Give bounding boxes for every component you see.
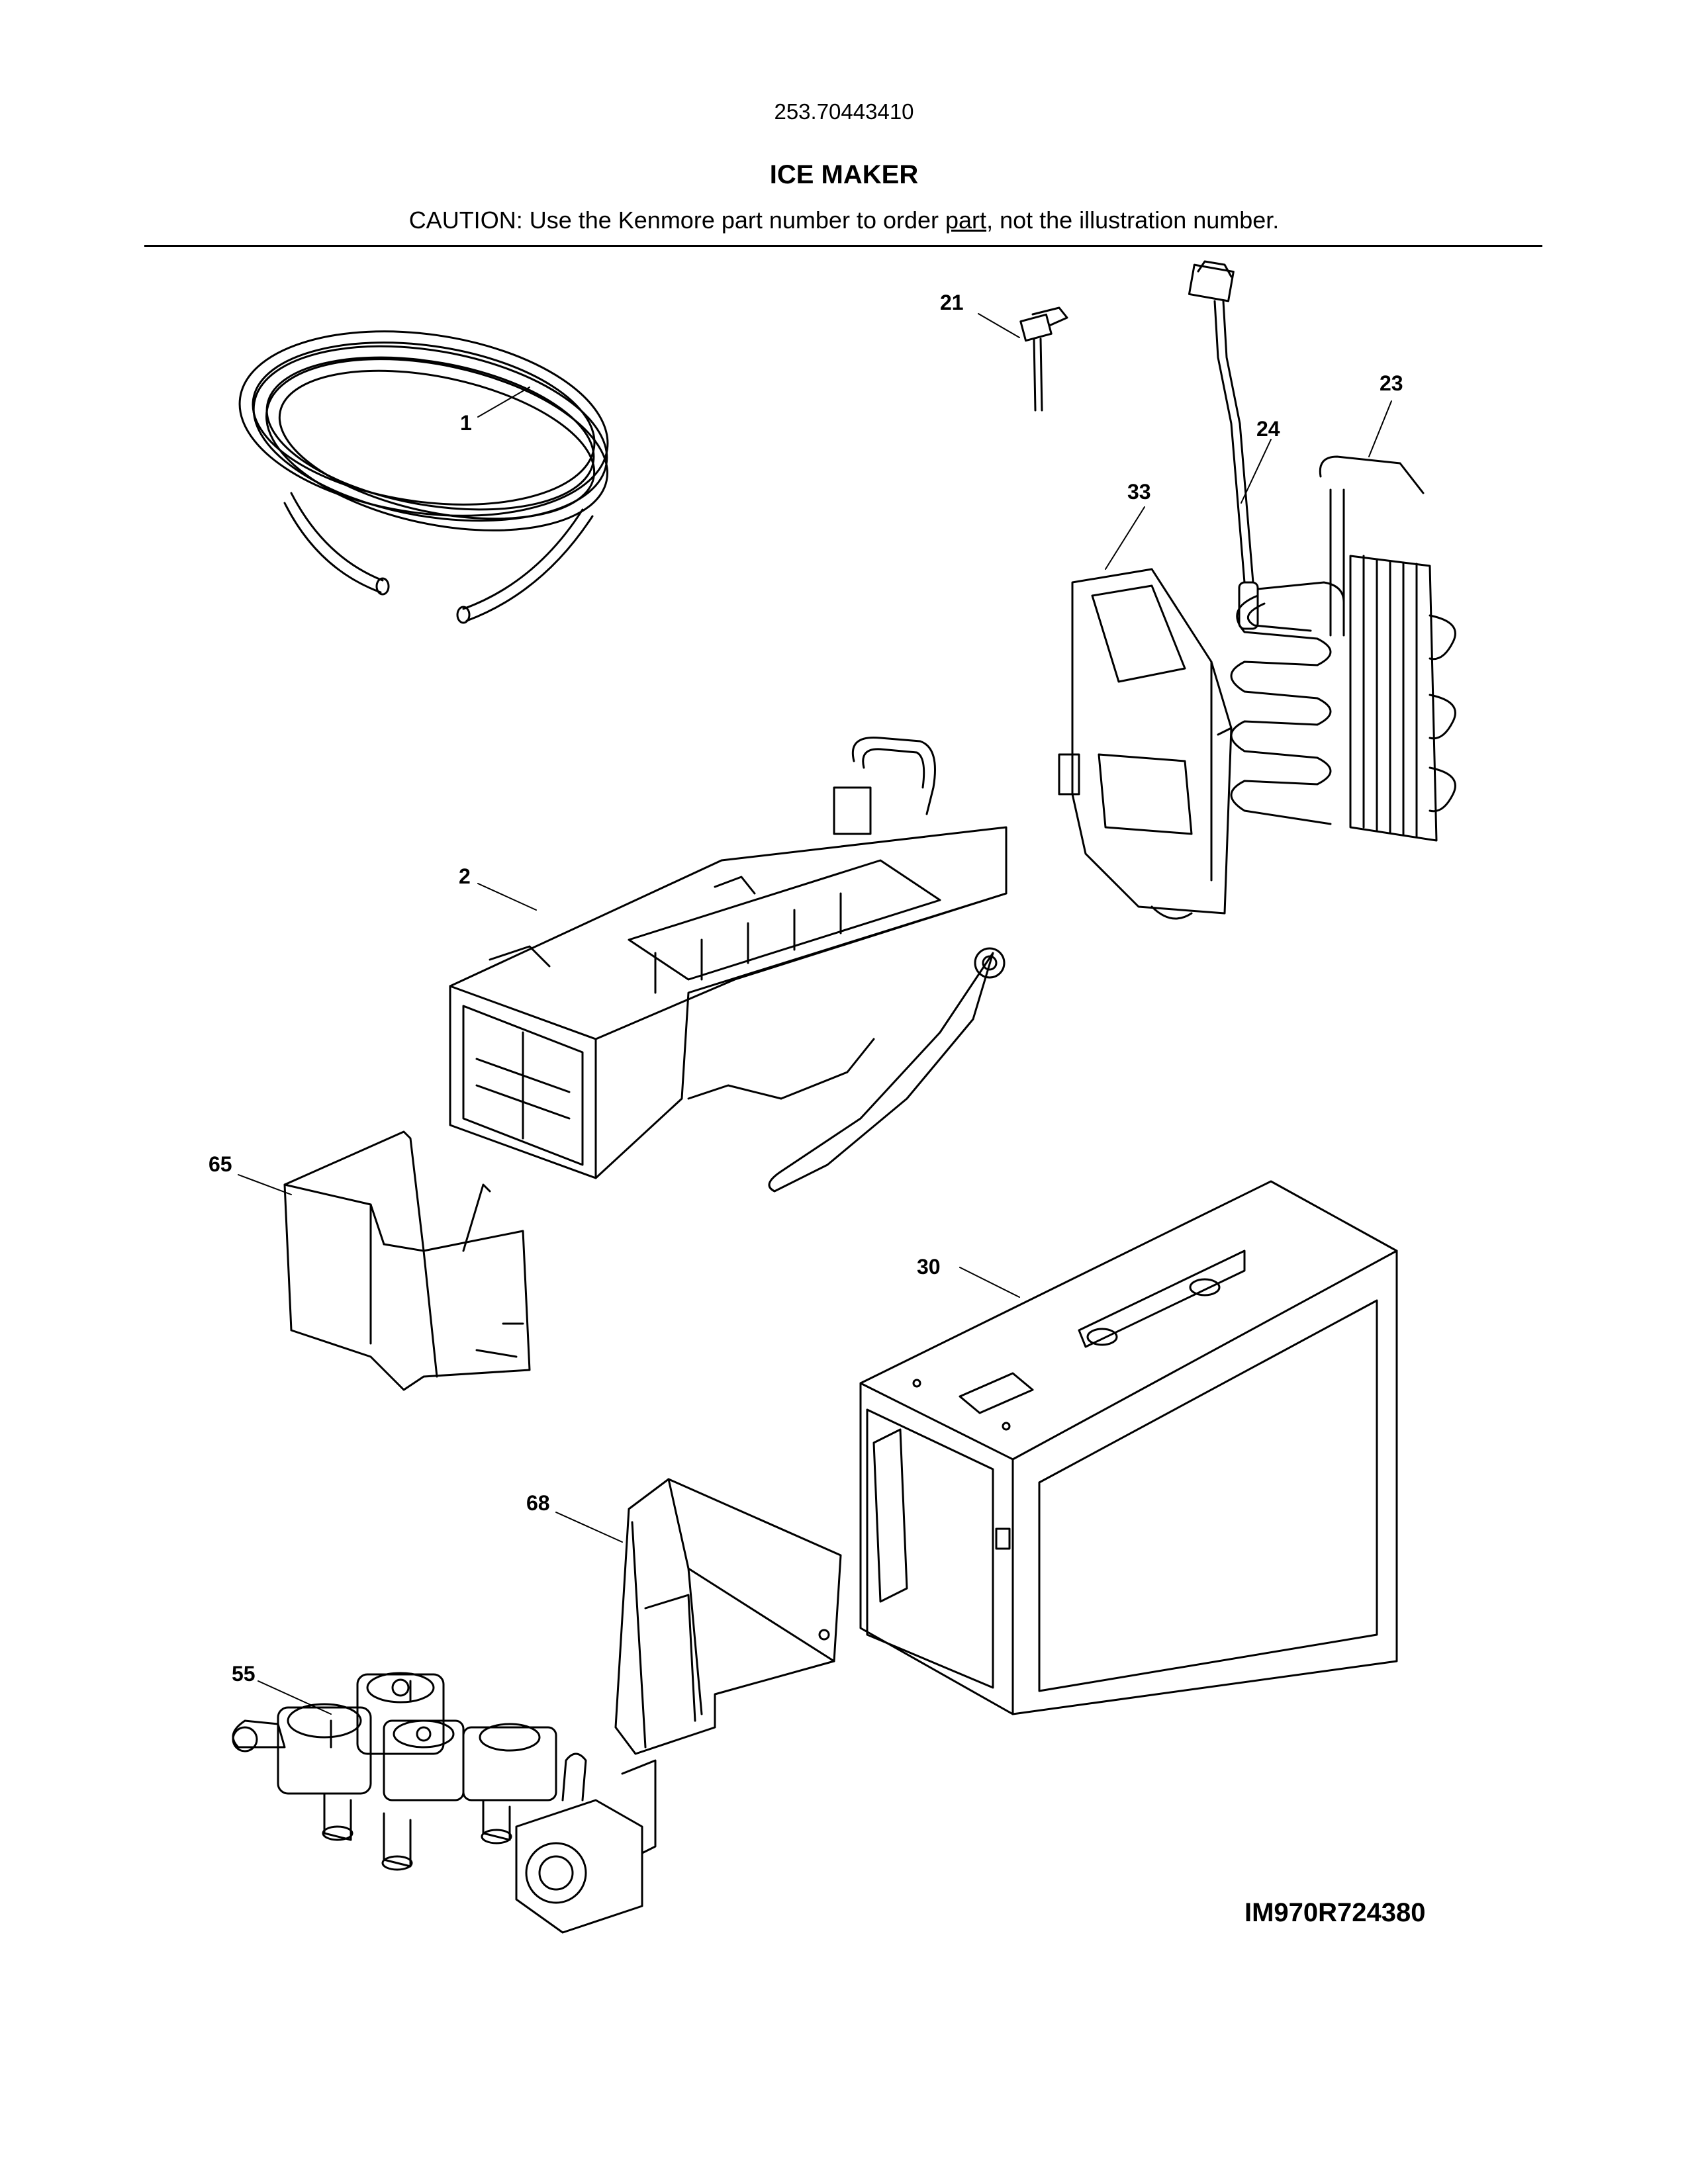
header-divider bbox=[144, 245, 1542, 247]
callout-1: 1 bbox=[460, 411, 472, 435]
part-65-chute bbox=[283, 1130, 531, 1391]
leader-lines bbox=[238, 313, 1392, 1715]
part-55-water-valve bbox=[232, 1672, 657, 1934]
caution-note: CAUTION: Use the Kenmore part number to … bbox=[0, 206, 1688, 234]
model-number: 253.70443410 bbox=[774, 99, 914, 124]
callout-55: 55 bbox=[232, 1662, 256, 1686]
part-68-cover bbox=[614, 1478, 842, 1755]
part-24-wire-harness bbox=[1188, 260, 1259, 630]
caution-text-prefix: CAUTION: Use the Kenmore part number to … bbox=[408, 206, 946, 234]
callout-23: 23 bbox=[1380, 371, 1403, 395]
caution-text-suffix: , not the illustration number. bbox=[986, 206, 1280, 234]
callout-2: 2 bbox=[459, 864, 471, 888]
callout-30: 30 bbox=[917, 1255, 941, 1279]
page-title: ICE MAKER bbox=[769, 160, 919, 189]
callout-68: 68 bbox=[526, 1491, 550, 1515]
illustration-id: IM970R724380 bbox=[1244, 1898, 1426, 1927]
part-30-ice-container bbox=[859, 1180, 1398, 1715]
part-33-mounting-bracket bbox=[1058, 568, 1233, 920]
callout-33: 33 bbox=[1127, 480, 1151, 504]
callout-65: 65 bbox=[209, 1152, 232, 1176]
part-2-ice-maker-assembly bbox=[449, 736, 1008, 1193]
callout-labels: 1 2 21 23 24 30 33 55 65 68 bbox=[209, 291, 1403, 1686]
part-21-connector bbox=[1019, 306, 1068, 412]
part-1-water-tubing bbox=[238, 330, 609, 624]
part-23-evaporator-coil bbox=[1230, 455, 1456, 842]
callout-21: 21 bbox=[940, 291, 964, 314]
callout-24: 24 bbox=[1256, 417, 1280, 441]
caution-text-underlined: part bbox=[945, 206, 987, 234]
